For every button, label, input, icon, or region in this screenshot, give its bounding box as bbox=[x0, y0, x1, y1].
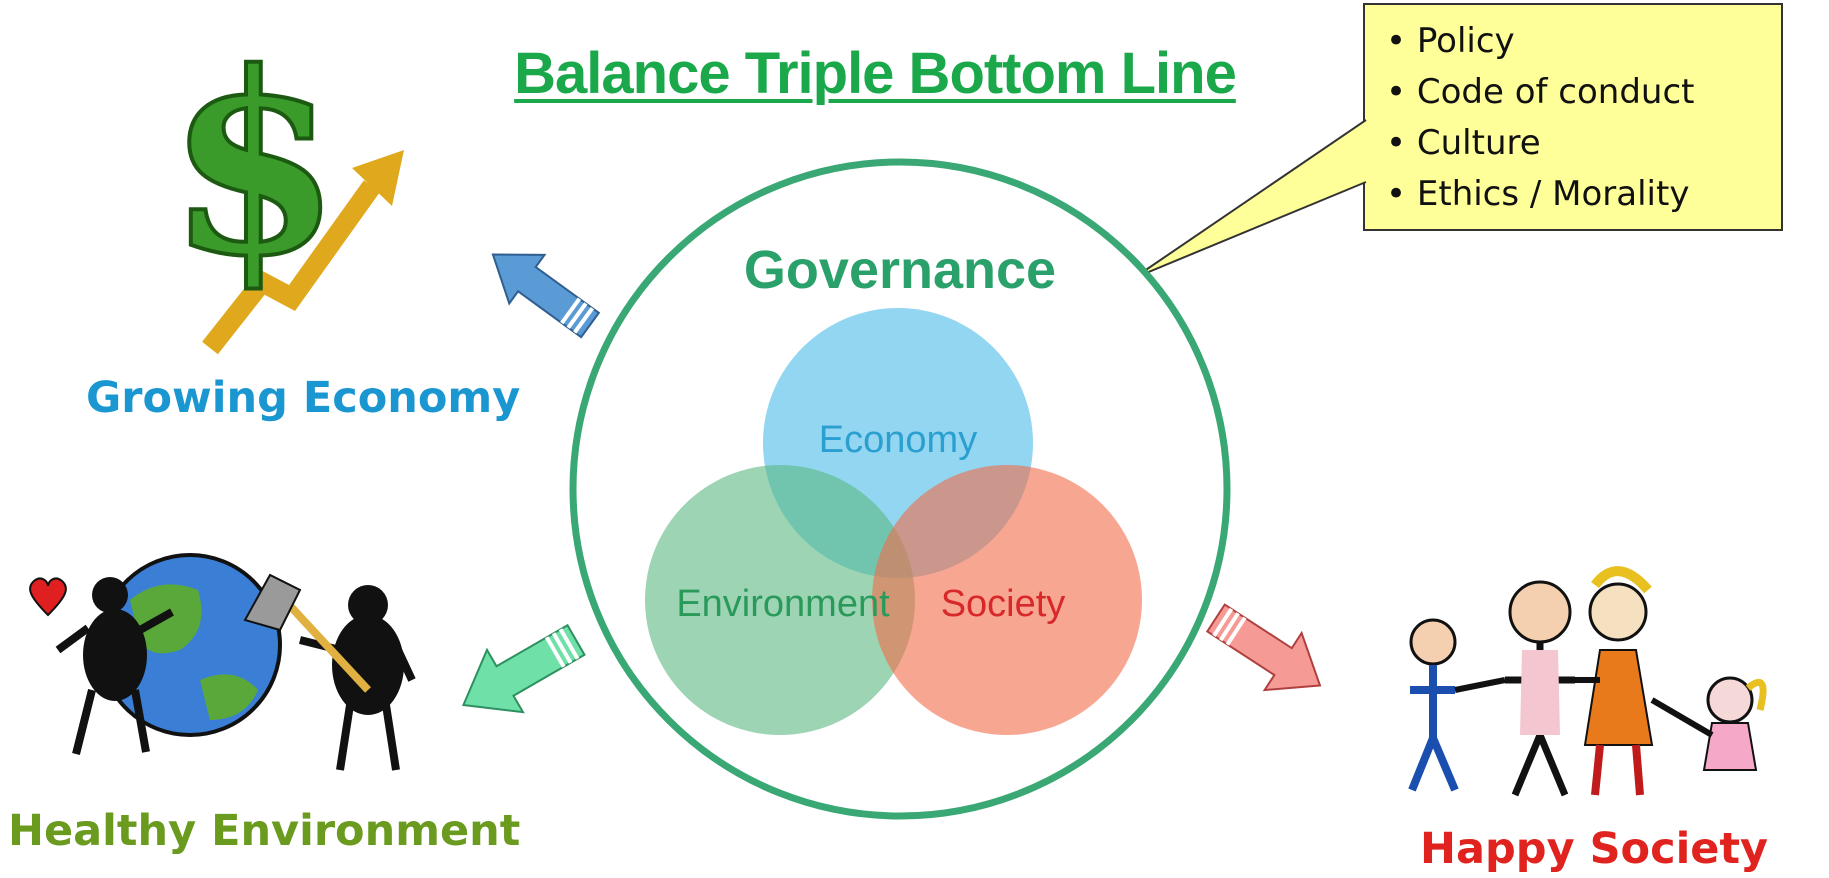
earth-cleaning-figures-icon bbox=[29, 553, 416, 771]
callout-item-policy: Policy bbox=[1386, 16, 1782, 67]
society-arrow bbox=[1205, 603, 1322, 692]
environment-arrow bbox=[461, 623, 586, 714]
environment-circle bbox=[645, 465, 915, 735]
environment-circle-label: Environment bbox=[676, 583, 890, 625]
governance-label: Governance bbox=[744, 240, 1056, 300]
society-circle-label: Society bbox=[941, 583, 1066, 625]
governance-callout-list: Policy Code of conduct Culture Ethics / … bbox=[1364, 4, 1782, 230]
svg-text:$: $ bbox=[167, 17, 341, 311]
dollar-rising-arrow-icon: $ bbox=[165, 15, 404, 355]
venn-diagram bbox=[645, 308, 1142, 735]
economy-arrow bbox=[491, 253, 601, 339]
callout-item-ethics: Ethics / Morality bbox=[1386, 169, 1782, 220]
page-title: Balance Triple Bottom Line bbox=[514, 41, 1237, 106]
growing-economy-label: Growing Economy bbox=[86, 373, 521, 423]
kids-holding-hands-icon bbox=[1408, 566, 1767, 797]
callout-item-culture: Culture bbox=[1386, 118, 1782, 169]
healthy-environment-label: Healthy Environment bbox=[8, 806, 521, 856]
economy-circle-label: Economy bbox=[819, 419, 977, 461]
heart-icon bbox=[29, 577, 67, 617]
callout-item-code-of-conduct: Code of conduct bbox=[1386, 67, 1782, 118]
happy-society-label: Happy Society bbox=[1420, 824, 1769, 874]
society-circle bbox=[872, 465, 1142, 735]
